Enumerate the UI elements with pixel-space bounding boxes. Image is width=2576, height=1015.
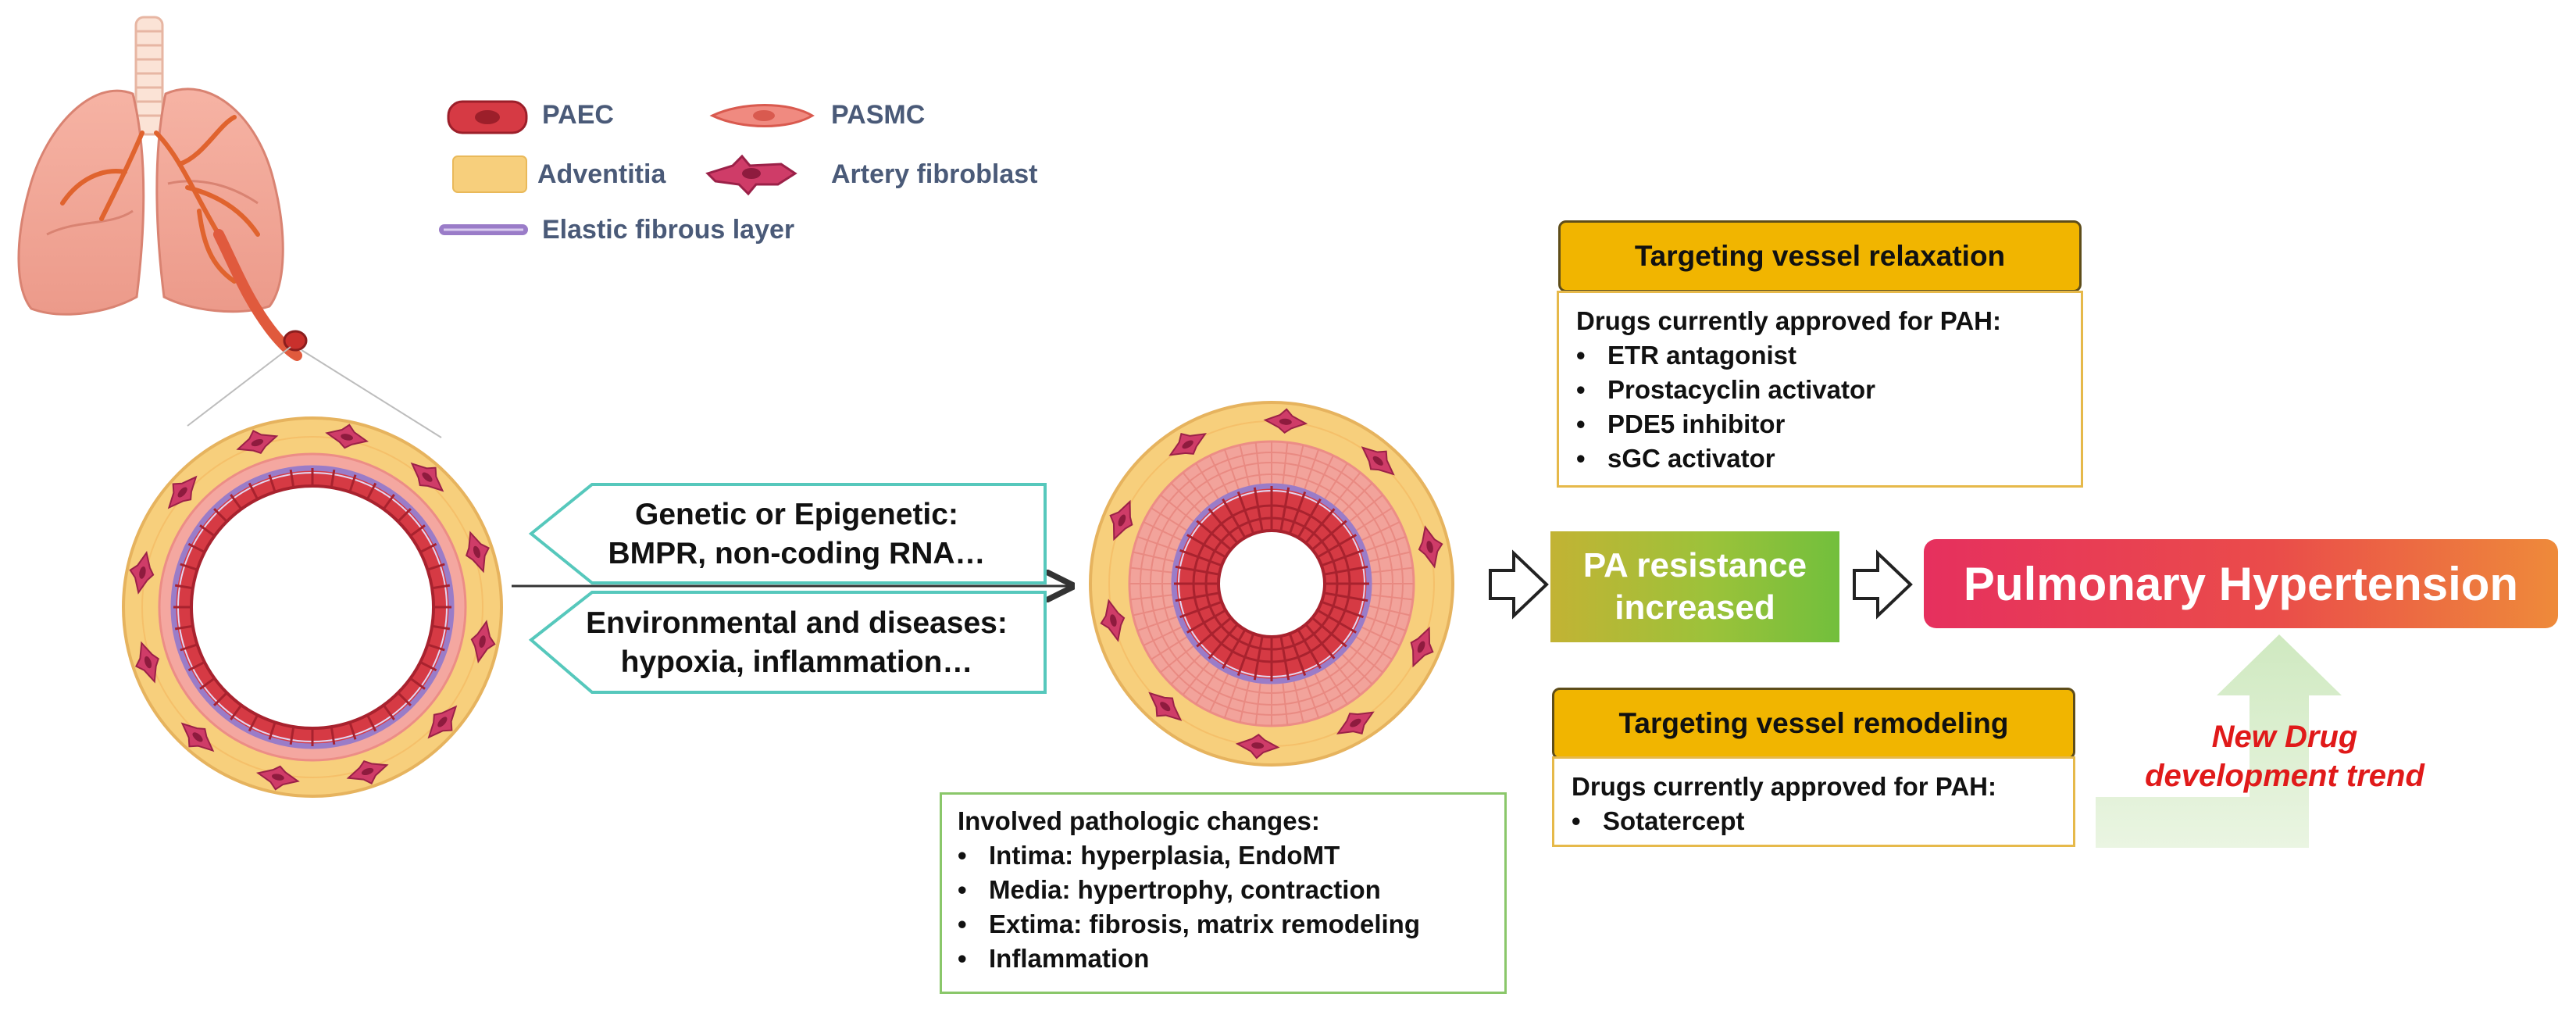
legend-paec-label: PAEC xyxy=(542,100,614,130)
environmental-cause-text: Environmental and diseases: hypoxia, inf… xyxy=(547,595,1047,691)
pathologic-item: Media: hypertrophy, contraction xyxy=(958,873,1489,907)
pathologic-title: Involved pathologic changes: xyxy=(958,806,1320,835)
pa-resistance-line-1: PA resistance xyxy=(1582,546,1807,584)
hollow-arrow-1 xyxy=(1489,549,1549,620)
genetic-cause-text: Genetic or Epigenetic: BMPR, non-coding … xyxy=(547,488,1047,581)
relaxation-item: sGC activator xyxy=(1576,441,2064,476)
hollow-arrow-2 xyxy=(1853,549,1913,620)
remodeling-drug-box: Drugs currently approved for PAH: Sotate… xyxy=(1552,756,2075,847)
relaxation-list: ETR antagonist Prostacyclin activator PD… xyxy=(1576,338,2064,476)
remodeled-vessel xyxy=(1089,401,1454,767)
legend-fibroblast-label: Artery fibroblast xyxy=(831,159,1038,189)
pa-resistance-box: PA resistance increased xyxy=(1550,531,1839,642)
remodeling-list: Sotatercept xyxy=(1572,804,2056,838)
pathologic-changes-box: Involved pathologic changes: Intima: hyp… xyxy=(940,792,1507,994)
pathologic-item: Extima: fibrosis, matrix remodeling xyxy=(958,907,1489,942)
pulmonary-hypertension-banner: Pulmonary Hypertension xyxy=(1924,539,2558,628)
lungs-illustration xyxy=(17,16,442,438)
remodeling-header: Targeting vessel remodeling xyxy=(1552,688,2075,759)
normal-vessel xyxy=(122,416,503,798)
remodeling-title: Drugs currently approved for PAH: xyxy=(1572,772,1996,801)
genetic-line-1: Genetic or Epigenetic: xyxy=(635,498,958,531)
legend-icons xyxy=(439,100,815,235)
legend-elastic-label: Elastic fibrous layer xyxy=(542,215,795,245)
adventitia-icon xyxy=(452,155,527,193)
genetic-cause-box xyxy=(528,483,1047,584)
relaxation-drug-box: Drugs currently approved for PAH: ETR an… xyxy=(1557,291,2083,488)
pathologic-item: Intima: hyperplasia, EndoMT xyxy=(958,838,1489,873)
trend-line-1: New Drug xyxy=(2211,720,2358,754)
environmental-line-2: hypoxia, inflammation… xyxy=(620,645,973,679)
relaxation-item: Prostacyclin activator xyxy=(1576,373,2064,407)
relaxation-item: PDE5 inhibitor xyxy=(1576,407,2064,441)
new-drug-trend-text: New Drug development trend xyxy=(2101,717,2468,795)
environmental-line-1: Environmental and diseases: xyxy=(586,606,1008,640)
environmental-cause-box xyxy=(528,591,1047,694)
pa-resistance-line-2: increased xyxy=(1614,588,1775,627)
trend-line-2: development trend xyxy=(2145,759,2424,793)
legend-adventitia-label: Adventitia xyxy=(537,159,666,189)
relaxation-item: ETR antagonist xyxy=(1576,338,2064,373)
genetic-line-2: BMPR, non-coding RNA… xyxy=(608,537,986,570)
pathologic-list: Intima: hyperplasia, EndoMT Media: hyper… xyxy=(958,838,1489,976)
legend-pasmc-label: PASMC xyxy=(831,100,926,130)
remodeling-item: Sotatercept xyxy=(1572,804,2056,838)
pathologic-item: Inflammation xyxy=(958,942,1489,976)
relaxation-header: Targeting vessel relaxation xyxy=(1558,220,2082,292)
trend-arrow xyxy=(2096,634,2342,848)
relaxation-title: Drugs currently approved for PAH: xyxy=(1576,306,2001,335)
